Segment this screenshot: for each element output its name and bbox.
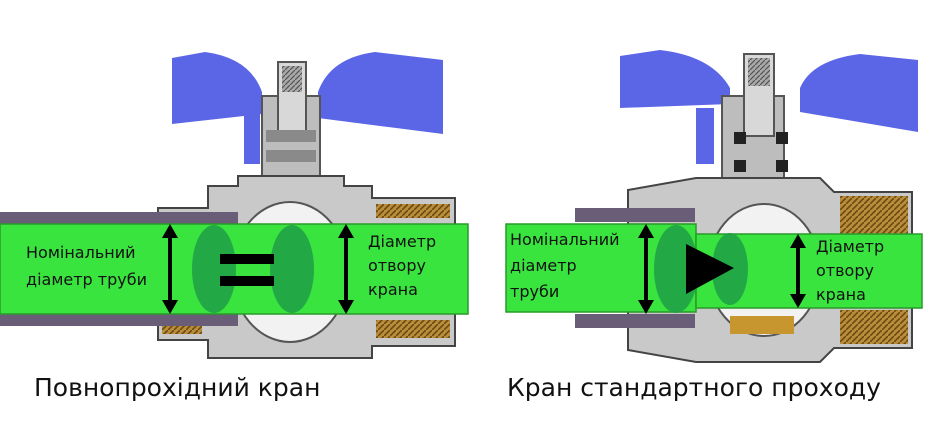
full-bore-bore-label: Діаметр отвору крана [368,232,441,299]
standard-bore-pipe-diameter-arrow [638,224,654,314]
full-bore-pipe-bottom [0,314,238,326]
standard-bore-bore-label: Діаметр отвору крана [816,237,889,304]
full-bore-handle-neck [244,112,260,164]
standard-bore-pipe-top [575,208,695,222]
standard-bore-pipe-bottom [575,314,695,328]
equals-symbol [220,254,274,286]
full-bore-valve: Номінальний діаметр труби Діаметр отвору… [0,52,469,402]
full-bore-ring-left [192,225,236,313]
flow-direction-arrow-icon [686,244,734,294]
standard-bore-caption: Кран стандартного проходу [507,373,881,402]
full-bore-handle [172,52,443,134]
full-bore-pipe-label: Номінальний діаметр труби [26,243,147,289]
full-bore-caption: Повнопрохідний кран [34,373,320,402]
full-bore-pipe-diameter-arrow [162,224,178,314]
full-bore-ring-right [270,225,314,313]
standard-bore-valve: Номінальний діаметр труби Діаметр отвору… [505,50,923,402]
full-bore-pipe-top [0,212,238,224]
standard-bore-handle-neck [696,108,714,164]
standard-bore-bore-diameter-arrow [790,234,806,308]
standard-bore-pipe-label: Номінальний діаметр труби [510,230,625,301]
standard-bore-handle [620,50,918,132]
full-bore-bore-diameter-arrow [338,224,354,314]
